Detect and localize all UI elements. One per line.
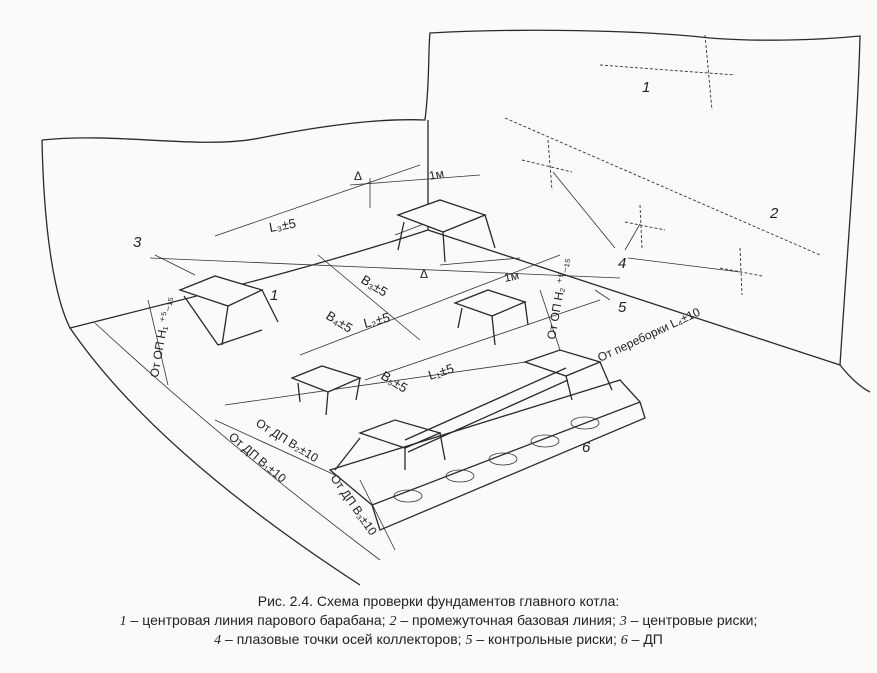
label-3: 3 (133, 234, 142, 251)
dim-b4: B₄±5 (323, 308, 355, 336)
foundation-long-bed (328, 349, 646, 531)
foundation-front-left (290, 365, 362, 416)
caption-text-2: – промежуточная базовая линия; (396, 612, 620, 628)
foundation-back (396, 199, 496, 263)
dim-1m-mid: 1м (503, 268, 521, 285)
foundation-diagram: 1 2 3 4 1 5 6 L₃±5 B₃±5 B₄±5 L₂±5 B₅±5 L… (41, 29, 871, 586)
dim-1m-top: 1м (428, 166, 446, 183)
dim-bulkhead-l4: От переборки L₄±10 (595, 305, 702, 365)
wall-markings (504, 34, 821, 296)
dim-b5: B₅±5 (378, 368, 410, 396)
caption-text-1: – центровая линия парового барабана; (126, 612, 390, 628)
foundation-left (178, 275, 279, 346)
caption-title: Рис. 2.4. Схема проверки фундаментов гла… (257, 593, 620, 609)
caption-num-2: 2 (389, 614, 397, 629)
dim-delta-mid: Δ (420, 267, 428, 281)
dim-l3: L₃±5 (268, 216, 297, 235)
label-2: 2 (769, 205, 779, 222)
label-6: 6 (582, 439, 591, 456)
dim-l1: L₁±5 (426, 361, 455, 383)
caption-num-3: 3 (619, 614, 627, 629)
dim-b3: B₃±5 (358, 272, 390, 300)
caption-line-2: 4 – плазовые точки осей коллекторов; 5 –… (0, 630, 877, 650)
dim-l2: L₂±5 (362, 310, 392, 331)
foundation-mid (453, 289, 529, 346)
caption-text-4: – плазовые точки осей коллекторов; (221, 631, 466, 647)
deck-lines (147, 164, 621, 551)
caption-text-6: – ДП (627, 631, 663, 647)
deck-outline (41, 29, 871, 586)
caption-text-5: – контрольные риски; (472, 631, 621, 647)
label-5: 5 (618, 299, 627, 316)
caption-num-1: 1 (119, 614, 127, 629)
caption-num-4: 4 (214, 633, 222, 648)
label-1-wall: 1 (642, 79, 650, 96)
dim-delta-top: Δ (354, 169, 362, 183)
label-1-deck: 1 (270, 287, 278, 304)
caption-num-6: 6 (620, 633, 628, 648)
caption-text-3: – центровые риски; (626, 612, 758, 628)
caption-line-1: 1 – центровая линия парового барабана; 2… (0, 611, 877, 631)
caption-num-5: 5 (465, 633, 473, 648)
label-4: 4 (618, 255, 626, 272)
